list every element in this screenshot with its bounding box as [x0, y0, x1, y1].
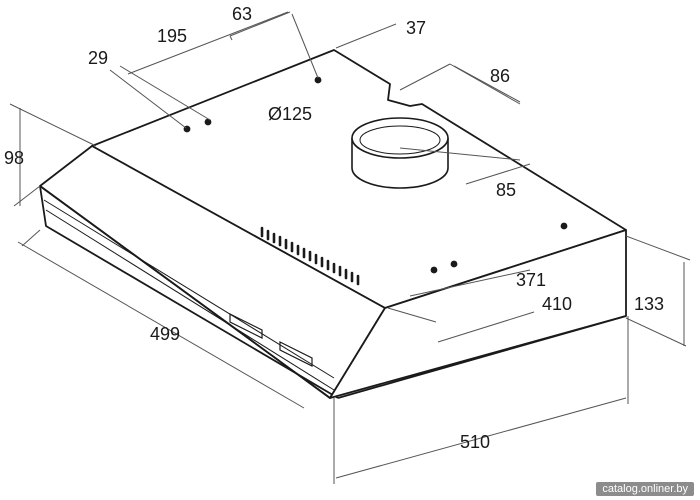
dim-label-499: 499 [150, 324, 180, 344]
collar-inner [359, 125, 441, 155]
dim-label-37: 37 [406, 18, 426, 38]
bottom-edge [337, 315, 627, 399]
mounting-hole [430, 266, 438, 274]
dim-label-510: 510 [460, 432, 490, 452]
dim-label-86: 86 [490, 66, 510, 86]
mounting-hole [314, 76, 322, 84]
dim-label-133: 133 [634, 294, 664, 314]
dimension-labels: 63 37 195 29 86 Ø125 98 85 371 410 133 4… [4, 4, 664, 452]
dim-label-410: 410 [542, 294, 572, 314]
mounting-hole [204, 118, 212, 126]
dim-label-98: 98 [4, 148, 24, 168]
hood-body [39, 49, 627, 399]
fascia-line-1 [43, 199, 335, 379]
exhaust-collar [351, 117, 449, 189]
mounting-hole [450, 260, 458, 268]
dimension-lines [9, 11, 691, 484]
fascia-line-2 [45, 209, 335, 391]
mounting-hole [560, 222, 568, 230]
front-lower-edge [39, 185, 339, 399]
dim-label-371: 371 [516, 270, 546, 290]
dim-label-29: 29 [88, 48, 108, 68]
front-panel [39, 185, 331, 399]
dim-label-63: 63 [232, 4, 252, 24]
watermark: catalog.onliner.by [596, 482, 694, 496]
dim-label-125: Ø125 [268, 104, 312, 124]
dim-label-85: 85 [496, 180, 516, 200]
control-button-left [229, 313, 263, 339]
collar-top [351, 117, 449, 159]
control-button-right [279, 341, 313, 367]
control-panel [229, 313, 313, 367]
dim-label-195: 195 [157, 26, 187, 46]
vent-slots [260, 226, 360, 286]
